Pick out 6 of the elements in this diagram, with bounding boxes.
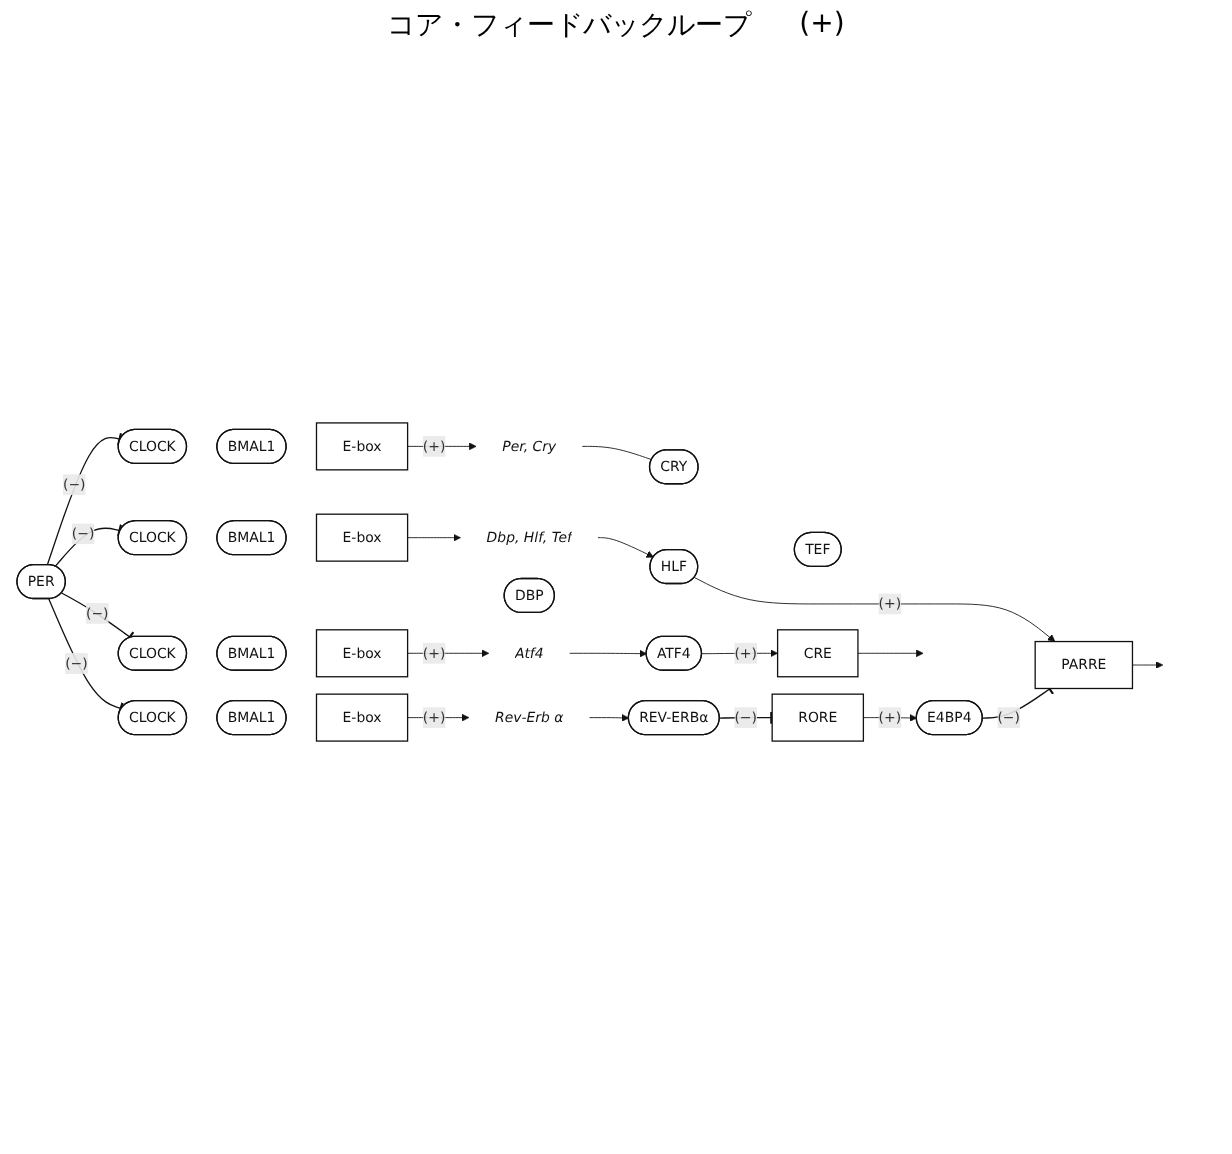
annotation-text: (+) bbox=[799, 8, 845, 44]
connector bbox=[54, 523, 123, 567]
connector bbox=[48, 598, 124, 716]
connector bbox=[46, 432, 123, 566]
annotation-text: コア・フィードバックループ bbox=[387, 8, 752, 44]
connector bbox=[581, 445, 653, 461]
